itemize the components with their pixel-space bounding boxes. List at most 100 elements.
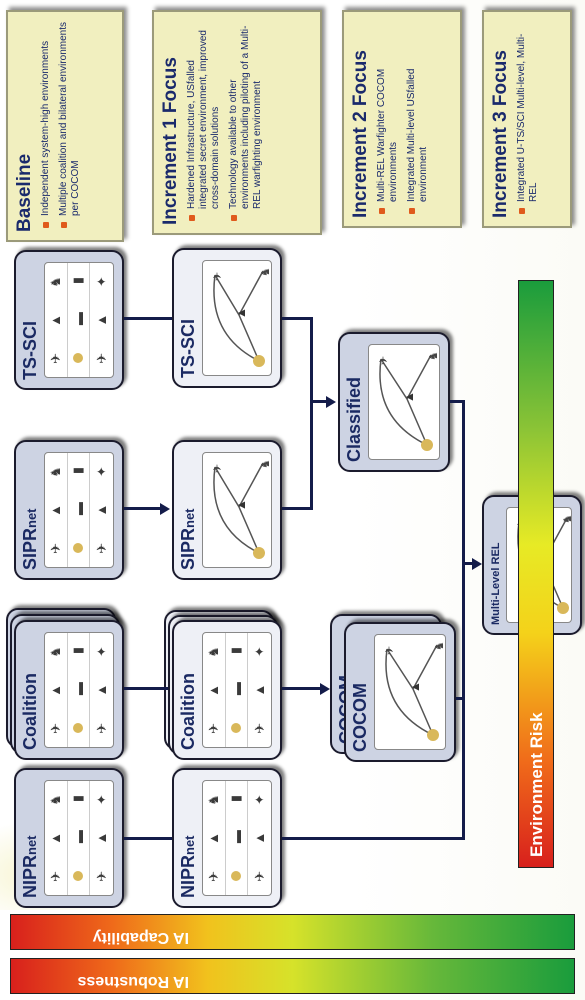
satellite-icon: ✦	[93, 466, 109, 478]
aircraft-icon: ✈	[251, 722, 267, 734]
ia-capability-bar: IA Capability	[10, 914, 575, 950]
arrow-head	[472, 558, 482, 570]
node-baseline-ts-sci: TS-SCI ✈▲♞ ▬▮ ✈▲✦	[14, 250, 124, 390]
tank-icon: ▲	[94, 831, 110, 845]
svg-text:✈: ✈	[384, 646, 396, 655]
soldier-icon: ♞	[47, 646, 63, 658]
tank-icon: ▲	[48, 683, 64, 697]
svg-text:▲: ▲	[234, 307, 248, 319]
network-hub: ▲✈♞	[202, 260, 272, 376]
connector-line	[462, 698, 465, 840]
building-icon: ▮	[228, 795, 244, 803]
globe-icon	[73, 871, 84, 882]
icon-grid: ✈▲♞ ▬▮ ✈▲✦	[44, 452, 114, 568]
svg-text:♞: ♞	[428, 351, 440, 361]
aircraft-icon: ✈	[93, 870, 109, 882]
connector-line	[462, 552, 465, 700]
ship-icon: ▬	[70, 830, 86, 844]
node-title-main: NIPR	[178, 854, 198, 898]
focus-box-baseline: Baseline Independent system-high environ…	[6, 10, 124, 242]
network-hub: ▲ ✈ ♞	[368, 344, 440, 460]
icon-grid: ✈▲♞ ▬▮ ✈▲✦	[44, 632, 114, 748]
icon-grid: ✈▲♞ ▬▮ ✈▲✦	[44, 780, 114, 896]
svg-text:✈: ✈	[378, 356, 390, 365]
building-icon: ▮	[70, 467, 86, 475]
focus-bullet: Multi-REL Warfighter COCOM environments	[376, 20, 400, 202]
satellite-icon: ✦	[93, 794, 109, 806]
connector-line	[124, 507, 162, 510]
arrow-head	[320, 683, 330, 695]
network-hub: ▲✈♞	[374, 634, 446, 750]
node-inc1-ts-sci: TS-SCI ▲✈♞	[172, 248, 282, 388]
globe-icon	[231, 871, 242, 882]
environment-risk-label: Environment Risk	[527, 712, 546, 857]
satellite-icon: ✦	[251, 646, 267, 658]
ia-capability-label: IA Capability	[92, 929, 189, 946]
ship-icon: ▬	[70, 312, 86, 326]
arrow-head	[160, 503, 170, 515]
tank-icon: ▲	[252, 683, 268, 697]
node-baseline-nipr: NIPRnet ✈▲♞ ▬▮ ✈▲✦	[14, 768, 124, 908]
satellite-icon: ✦	[93, 276, 109, 288]
aircraft-icon: ✈	[47, 871, 63, 882]
svg-text:♞: ♞	[562, 514, 574, 524]
connector-line	[282, 507, 312, 510]
network-hub: ▲✈♞	[202, 452, 272, 568]
node-title: Coalition	[20, 673, 40, 750]
network-links-icon: ▲✈♞	[212, 459, 272, 559]
tank-icon: ▲	[94, 503, 110, 517]
soldier-icon: ♞	[47, 466, 63, 478]
aircraft-icon: ✈	[47, 723, 63, 734]
node-title: SIPRnet	[20, 508, 41, 570]
ship-icon: ▬	[228, 830, 244, 844]
connector-line	[124, 317, 172, 320]
node-title-main: SIPR	[178, 527, 198, 570]
aircraft-icon: ✈	[47, 543, 63, 554]
focus-title: Increment 2 Focus	[350, 50, 371, 218]
focus-title: Increment 3 Focus	[490, 50, 511, 218]
focus-bullet: Hardened Infrastructure, USfalled integr…	[186, 20, 222, 209]
focus-title: Baseline	[14, 153, 35, 232]
tank-icon: ▲	[48, 503, 64, 517]
focus-bullet: Multiple coalition and bilateral environ…	[58, 22, 81, 216]
aircraft-icon: ✈	[205, 723, 221, 734]
node-title-main: SIPR	[20, 527, 40, 570]
network-links-icon: ▲ ✈ ♞	[378, 351, 440, 451]
globe-icon	[231, 723, 242, 734]
svg-text:♞: ♞	[260, 267, 272, 277]
ship-icon: ▬	[228, 682, 244, 696]
focus-box-increment-3: Increment 3 Focus Integrated U-TS/SCI Mu…	[482, 10, 572, 228]
soldier-icon: ♞	[47, 276, 63, 288]
node-inc2-classified: Classified ▲ ✈ ♞	[338, 332, 450, 472]
aircraft-icon: ✈	[251, 870, 267, 882]
svg-text:✈: ✈	[212, 464, 224, 473]
arrow-head	[326, 396, 336, 408]
node-title: NIPRnet	[178, 835, 199, 898]
network-links-icon: ▲✈♞	[384, 641, 446, 741]
node-inc2-cocom: COCOM ▲✈♞	[344, 622, 456, 762]
aircraft-icon: ✈	[93, 722, 109, 734]
node-title: Multi-Level REL	[490, 542, 502, 625]
ia-robustness-label: IA Robustness	[77, 973, 189, 990]
node-title: Classified	[344, 376, 364, 462]
node-title: COCOM	[350, 683, 370, 752]
svg-text:▲: ▲	[402, 391, 416, 403]
focus-box-increment-1: Increment 1 Focus Hardened Infrastructur…	[152, 10, 322, 235]
soldier-icon: ♞	[47, 794, 63, 806]
connector-line	[310, 317, 313, 510]
aircraft-icon: ✈	[47, 353, 63, 364]
aircraft-icon: ✈	[205, 871, 221, 882]
tank-icon: ▲	[48, 831, 64, 845]
ia-robustness-bar: IA Robustness	[10, 958, 575, 994]
node-baseline-coalition: Coalition ✈▲♞ ▬▮ ✈▲✦	[14, 620, 124, 760]
icon-grid: ✈▲♞ ▬▮ ✈▲✦	[202, 780, 272, 896]
node-inc1-sipr: SIPRnet ▲✈♞	[172, 440, 282, 580]
focus-title: Increment 1 Focus	[160, 57, 181, 225]
node-title: Coalition	[178, 673, 198, 750]
focus-bullet: Technology available to other environmen…	[228, 20, 264, 209]
tank-icon: ▲	[94, 683, 110, 697]
globe-icon	[73, 353, 84, 364]
node-title-sub: net	[24, 835, 39, 855]
focus-bullet: Integrated U-TS/SCI Multi-level, Multi-R…	[516, 20, 540, 202]
